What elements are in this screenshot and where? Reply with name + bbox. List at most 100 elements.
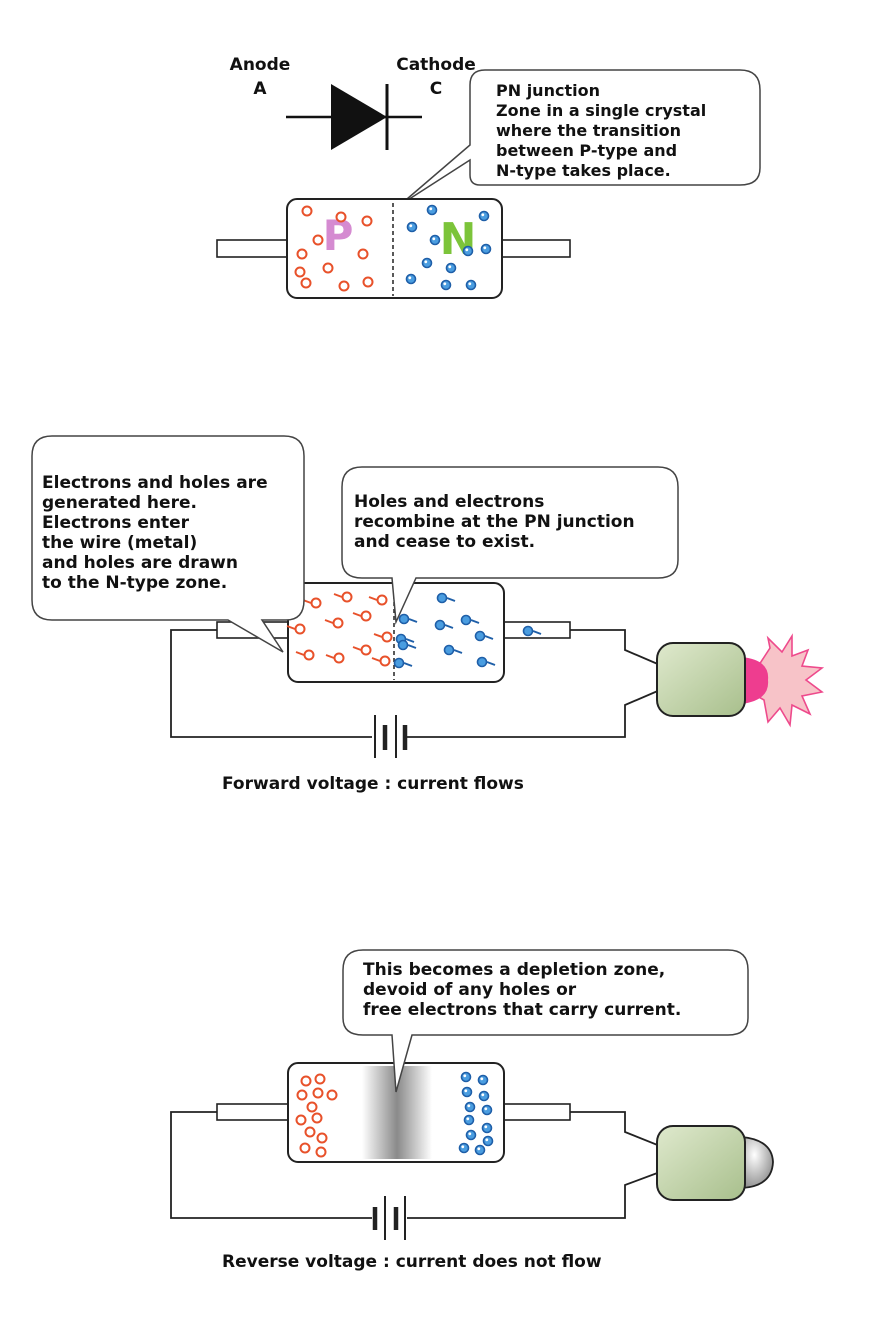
moving-hole-particle bbox=[371, 655, 391, 667]
moving-electron-particle bbox=[397, 639, 417, 651]
generation-line-2: generated here. bbox=[42, 493, 197, 513]
reverse-cathode-lead bbox=[501, 1103, 571, 1121]
electron-particle bbox=[465, 1129, 477, 1141]
generation-line-4: the wire (metal) bbox=[42, 533, 197, 553]
electron-particle bbox=[477, 1074, 489, 1086]
electron-particle bbox=[482, 1135, 494, 1147]
recombination-callout: Holes and electrons recombine at the PN … bbox=[341, 466, 679, 625]
moving-hole-particle bbox=[286, 623, 306, 635]
depletion-line-3: free electrons that carry current. bbox=[363, 1000, 681, 1020]
generation-callout: Electrons and holes are generated here. … bbox=[31, 435, 305, 653]
hole-particle bbox=[362, 276, 374, 288]
forward-bulb bbox=[656, 633, 825, 728]
recombination-line-3: and cease to exist. bbox=[354, 532, 535, 552]
diode-triangle-icon bbox=[331, 84, 387, 150]
electron-particle bbox=[458, 1142, 470, 1154]
pn-diode-body: P N bbox=[216, 198, 571, 299]
electron-particle bbox=[421, 257, 433, 269]
hole-particle bbox=[335, 211, 347, 223]
generation-line-5: and holes are drawn bbox=[42, 553, 238, 573]
hole-particle bbox=[315, 1146, 327, 1158]
electron-particle bbox=[463, 1114, 475, 1126]
depletion-line-1: This becomes a depletion zone, bbox=[363, 960, 665, 980]
cathode-letter: C bbox=[430, 79, 442, 99]
forward-wire-bottom-right bbox=[407, 689, 661, 738]
moving-electron-group bbox=[393, 592, 542, 669]
hole-particle bbox=[311, 1112, 323, 1124]
electron-particle bbox=[478, 210, 490, 222]
pn-junction-callout: PN junction Zone in a single crystal whe… bbox=[399, 69, 761, 206]
bulb-base bbox=[656, 642, 746, 717]
callout-line-1: PN junction bbox=[496, 81, 600, 100]
forward-circuit bbox=[170, 629, 661, 758]
electron-particle bbox=[405, 273, 417, 285]
electron-particle bbox=[481, 1122, 493, 1134]
moving-hole-group bbox=[286, 591, 393, 667]
moving-hole-particle bbox=[352, 644, 372, 656]
moving-electron-particle bbox=[398, 613, 418, 625]
electron-particle bbox=[481, 1104, 493, 1116]
electron-particle bbox=[478, 1090, 490, 1102]
n-region-label: N bbox=[440, 214, 477, 265]
hole-particle bbox=[294, 266, 306, 278]
hole-particle bbox=[301, 205, 313, 217]
electron-group bbox=[458, 1071, 494, 1156]
semiconductor-body bbox=[286, 198, 503, 299]
moving-electron-particle bbox=[460, 614, 480, 626]
electron-particle bbox=[474, 1144, 486, 1156]
hole-particle bbox=[322, 262, 334, 274]
hole-particle bbox=[338, 280, 350, 292]
depletion-line-2: devoid of any holes or bbox=[363, 980, 577, 1000]
hole-particle bbox=[314, 1073, 326, 1085]
hole-particle bbox=[296, 248, 308, 260]
hole-particle bbox=[306, 1101, 318, 1113]
light-burst-icon bbox=[756, 633, 825, 728]
callout-line-3: where the transition bbox=[496, 121, 681, 140]
reverse-caption: Reverse voltage : current does not flow bbox=[222, 1252, 602, 1272]
bulb-glow bbox=[742, 657, 769, 704]
reverse-bulb bbox=[656, 1125, 774, 1201]
electron-particle bbox=[440, 279, 452, 291]
moving-electron-particle bbox=[474, 630, 494, 642]
hole-particle bbox=[300, 277, 312, 289]
hole-group bbox=[294, 205, 374, 292]
moving-electron-particle bbox=[476, 656, 496, 668]
hole-group bbox=[295, 1073, 338, 1158]
hole-particle bbox=[299, 1142, 311, 1154]
anode-label: Anode bbox=[230, 55, 291, 75]
moving-hole-particle bbox=[295, 649, 315, 661]
moving-electron-particle bbox=[393, 657, 413, 669]
hole-particle bbox=[312, 234, 324, 246]
reverse-circuit bbox=[170, 1111, 661, 1240]
reverse-wire-top-right bbox=[570, 1111, 661, 1147]
hole-particle bbox=[300, 1075, 312, 1087]
moving-electron-particle bbox=[434, 619, 454, 631]
hole-particle bbox=[361, 215, 373, 227]
electron-particle bbox=[426, 204, 438, 216]
moving-hole-particle bbox=[352, 610, 372, 622]
recombination-line-1: Holes and electrons bbox=[354, 492, 544, 512]
electron-particle bbox=[461, 1086, 473, 1098]
callout-line-4: between P-type and bbox=[496, 141, 677, 160]
depletion-callout: This becomes a depletion zone, devoid of… bbox=[342, 949, 749, 1093]
callout-line-5: N-type takes place. bbox=[496, 161, 671, 180]
hole-particle bbox=[326, 1089, 338, 1101]
diode-symbol: Anode A Cathode C bbox=[230, 55, 476, 150]
generation-line-6: to the N-type zone. bbox=[42, 573, 227, 593]
moving-hole-particle bbox=[333, 591, 353, 603]
moving-hole-particle bbox=[325, 652, 345, 664]
electron-particle bbox=[445, 262, 457, 274]
reverse-bulb-base bbox=[656, 1125, 746, 1201]
moving-hole-particle bbox=[373, 631, 393, 643]
hole-particle bbox=[304, 1126, 316, 1138]
electron-particle bbox=[406, 221, 418, 233]
forward-cathode-lead bbox=[501, 621, 571, 639]
anode-lead bbox=[216, 239, 290, 258]
electron-particle bbox=[460, 1071, 472, 1083]
hole-particle bbox=[316, 1132, 328, 1144]
hole-particle bbox=[295, 1114, 307, 1126]
bulb-glass-off bbox=[741, 1136, 774, 1189]
generation-line-3: Electrons enter bbox=[42, 513, 190, 533]
cathode-label: Cathode bbox=[396, 55, 476, 75]
